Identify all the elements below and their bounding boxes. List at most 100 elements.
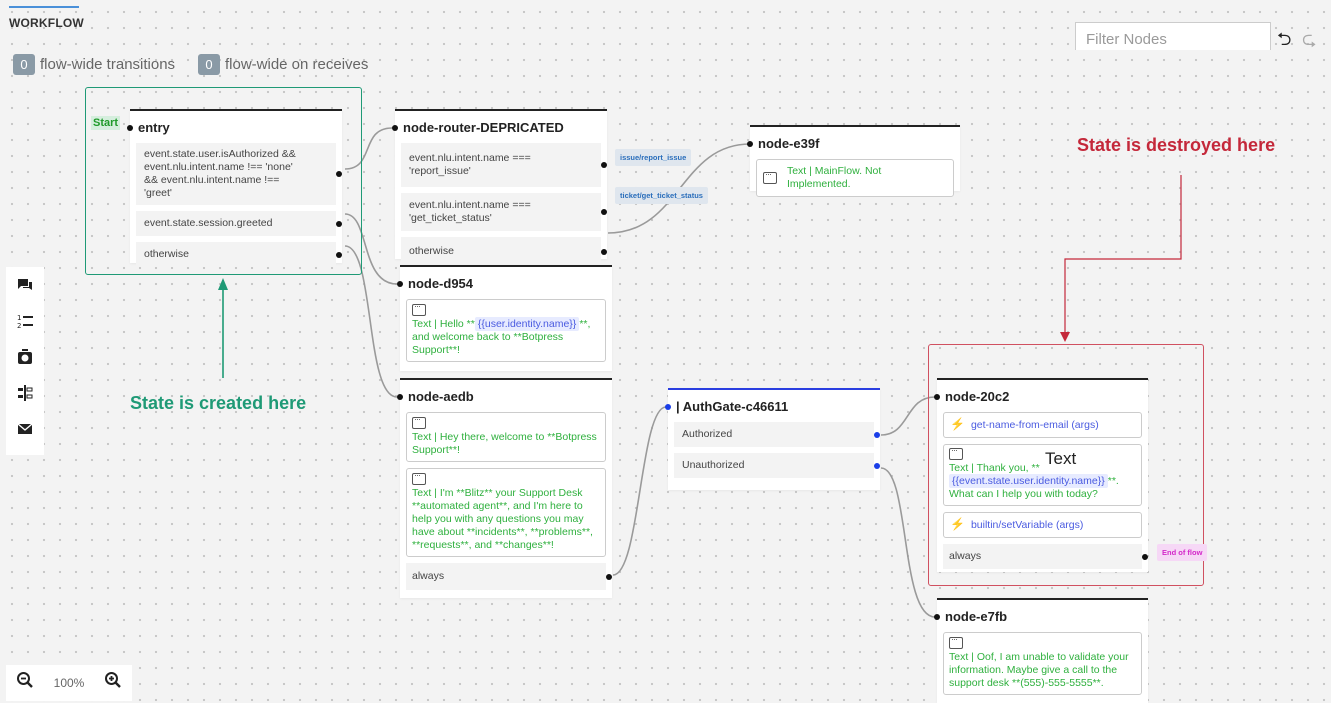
authgate-transition-unauthorized[interactable]: Unauthorized xyxy=(674,453,880,478)
node-aedb-content-2-text: Text | I'm **Blitz** your Support Desk *… xyxy=(412,487,593,551)
node-aedb-content-2[interactable]: Text | I'm **Blitz** your Support Desk *… xyxy=(406,468,606,557)
tag-issue-report[interactable]: issue/report_issue xyxy=(615,149,692,166)
node-aedb-content-1-text: Text | Hey there, welcome to **Botpress … xyxy=(412,431,597,456)
router-transition-3[interactable]: otherwise xyxy=(401,237,607,266)
node-20c2-content[interactable]: Text | Thank you, ** {{event.state.user.… xyxy=(943,444,1142,506)
node-e39f[interactable]: node-e39f Text | MainFlow. Not Implement… xyxy=(747,125,960,197)
end-of-flow-tag[interactable]: End of flow xyxy=(1157,544,1208,561)
entry-transition-1[interactable]: event.state.user.isAuthorized && event.n… xyxy=(136,143,342,205)
node-20c2-title-text: node-20c2 xyxy=(945,389,1010,404)
node-entry[interactable]: entry event.state.user.isAuthorized && e… xyxy=(127,109,342,267)
transitions-label: flow-wide transitions xyxy=(40,56,176,73)
edge-entry-router xyxy=(344,127,393,170)
message-icon xyxy=(412,300,426,316)
node-e7fb-input-dot[interactable] xyxy=(934,614,940,620)
node-e7fb-content[interactable]: Text | Oof, I am unable to validate your… xyxy=(943,632,1142,695)
edge-authgate-20c2 xyxy=(880,396,936,436)
node-20c2-content-var: {{event.state.user.identity.name}} xyxy=(949,474,1108,488)
entry-transition-2-dot[interactable] xyxy=(336,220,342,227)
zoom-controls: 100% xyxy=(6,665,132,701)
tab-workflow[interactable]: WORKFLOW xyxy=(9,16,84,30)
authgate-authorized-dot[interactable] xyxy=(874,431,880,438)
node-e7fb[interactable]: node-e7fb Text | Oof, I am unable to val… xyxy=(934,598,1148,703)
entry-transition-2[interactable]: event.state.session.greeted xyxy=(136,211,342,236)
node-entry-title: entry xyxy=(127,111,342,143)
authgate-unauthorized-label: Unauthorized xyxy=(682,459,745,471)
node-20c2[interactable]: node-20c2 ⚡get-name-from-email (args) Te… xyxy=(934,378,1148,572)
align-icon[interactable] xyxy=(6,375,44,411)
authgate-transition-authorized[interactable]: Authorized xyxy=(674,422,880,447)
node-d954-title-text: node-d954 xyxy=(408,276,474,291)
node-20c2-content-post: **. What can I help you with today? xyxy=(949,475,1119,500)
flow-wide-transitions[interactable]: 0 flow-wide transitions xyxy=(13,54,175,75)
node-entry-input-dot[interactable] xyxy=(127,125,133,131)
node-e39f-content-text: Text | MainFlow. Not Implemented. xyxy=(786,165,882,190)
active-tab-indicator xyxy=(9,6,79,8)
node-d954-input-dot[interactable] xyxy=(397,281,403,287)
node-aedb-content-1[interactable]: Text | Hey there, welcome to **Botpress … xyxy=(406,412,606,462)
node-d954-content[interactable]: Text | Hello **{{user.identity.name}}**,… xyxy=(406,299,606,362)
zoom-out-icon[interactable] xyxy=(16,671,34,695)
bolt-icon: ⚡ xyxy=(950,517,965,531)
tag-ticket-status[interactable]: ticket/get_ticket_status xyxy=(615,187,708,204)
router-transition-2-dot[interactable] xyxy=(601,209,607,215)
state-destroy-frame xyxy=(928,344,1204,586)
entry-transition-1-dot[interactable] xyxy=(336,171,342,177)
node-authgate-title: | AuthGate-c46611 xyxy=(665,390,880,422)
filter-nodes-input[interactable] xyxy=(1086,31,1256,48)
router-transition-1-dot[interactable] xyxy=(601,162,607,168)
entry-transition-3[interactable]: otherwise xyxy=(136,242,342,267)
node-entry-title-text: entry xyxy=(138,120,170,135)
node-authgate-input-dot[interactable] xyxy=(665,404,671,410)
node-router-title: node-router-DEPRICATED xyxy=(392,111,607,143)
transitions-count-badge: 0 xyxy=(13,54,35,75)
node-router-input-dot[interactable] xyxy=(392,125,398,131)
node-e39f-content[interactable]: Text | MainFlow. Not Implemented. xyxy=(756,159,954,197)
skill-get-name-from-email[interactable]: ⚡get-name-from-email (args) xyxy=(943,412,1142,438)
router-transition-1[interactable]: event.nlu.intent.name === 'report_issue' xyxy=(401,143,607,187)
state-destroyed-annotation: State is destroyed here xyxy=(1077,135,1276,155)
flow-wide-receives[interactable]: 0 flow-wide on receives xyxy=(198,54,368,75)
node-20c2-content-pre: Text | Thank you, ** xyxy=(949,462,1040,474)
node-d954-content-pre: Text | Hello ** xyxy=(412,318,475,330)
router-transition-3-dot[interactable] xyxy=(601,248,607,255)
node-e39f-input-dot[interactable] xyxy=(747,141,753,147)
node-aedb[interactable]: node-aedb Text | Hey there, welcome to *… xyxy=(397,378,612,598)
router-transition-2[interactable]: event.nlu.intent.name === 'get_ticket_st… xyxy=(401,193,607,231)
20c2-transition-always[interactable]: always xyxy=(943,544,1148,569)
svg-text:2: 2 xyxy=(17,322,21,330)
overlay-text-label: Text xyxy=(1045,449,1077,468)
authgate-unauthorized-dot[interactable] xyxy=(874,462,880,469)
receives-count-badge: 0 xyxy=(198,54,220,75)
aedb-transition-dot[interactable] xyxy=(606,573,612,580)
node-e7fb-title: node-e7fb xyxy=(934,600,1148,632)
20c2-transition-dot[interactable] xyxy=(1142,553,1148,560)
entry-transition-1-label: event.state.user.isAuthorized && event.n… xyxy=(144,148,296,199)
node-router-title-text: node-router-DEPRICATED xyxy=(403,120,564,135)
chat-icon[interactable] xyxy=(6,267,44,303)
aedb-transition-always[interactable]: always xyxy=(406,563,612,590)
router-transition-2-label: event.nlu.intent.name === 'get_ticket_st… xyxy=(409,199,531,224)
timer-icon[interactable] xyxy=(6,339,44,375)
undo-icon[interactable]: ⮌ xyxy=(1277,29,1292,49)
start-badge: Start xyxy=(91,116,121,130)
node-20c2-input-dot[interactable] xyxy=(934,394,940,400)
node-aedb-input-dot[interactable] xyxy=(397,394,403,400)
node-router[interactable]: node-router-DEPRICATED event.nlu.intent.… xyxy=(392,109,607,266)
node-d954-content-post: **, and welcome back to **Botpress Suppo… xyxy=(412,318,591,356)
entry-transition-3-label: otherwise xyxy=(144,248,189,260)
node-d954-content-var: {{user.identity.name}} xyxy=(474,317,580,331)
edge-entry-d954 xyxy=(344,213,398,285)
mail-icon[interactable] xyxy=(6,411,44,447)
entry-transition-3-dot[interactable] xyxy=(336,251,342,258)
router-transition-1-label: event.nlu.intent.name === 'report_issue' xyxy=(409,152,531,177)
zoom-in-icon[interactable] xyxy=(104,671,122,695)
skill-set-variable[interactable]: ⚡builtin/setVariable (args) xyxy=(943,512,1142,538)
node-20c2-title: node-20c2 xyxy=(934,380,1148,412)
node-authgate[interactable]: | AuthGate-c46611 Authorized Unauthorize… xyxy=(665,388,880,490)
destroyed-arrow-line xyxy=(1064,175,1182,334)
edge-authgate-e7fb xyxy=(880,467,936,618)
redo-icon[interactable]: ⮎ xyxy=(1302,29,1317,49)
node-d954[interactable]: node-d954 Text | Hello **{{user.identity… xyxy=(397,265,612,371)
